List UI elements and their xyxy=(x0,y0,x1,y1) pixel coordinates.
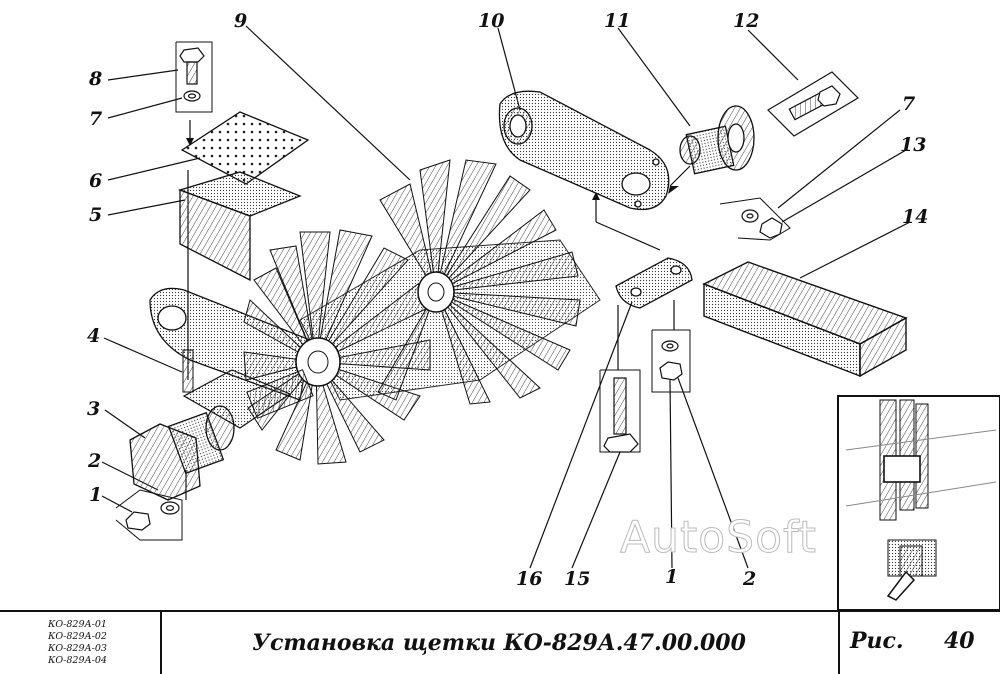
callout-9: 9 xyxy=(234,10,248,32)
right-side-frame xyxy=(498,90,670,211)
exploded-view-drawing xyxy=(101,25,1000,610)
variant-list: КО-829А-01 КО-829А-02 КО-829А-03 КО-829А… xyxy=(0,612,162,674)
callout-1-right: 1 xyxy=(665,566,679,588)
callout-13: 13 xyxy=(900,134,927,156)
callout-14: 14 xyxy=(902,206,929,228)
callout-2-right: 2 xyxy=(743,568,757,590)
callout-10: 10 xyxy=(478,10,505,32)
drawing-caption: Установка щетки КО-829А.47.00.000 xyxy=(160,612,840,674)
variant-item: КО-829А-01 xyxy=(48,619,107,630)
figure-number: 40 xyxy=(944,628,975,654)
title-block: КО-829А-01 КО-829А-02 КО-829А-03 КО-829А… xyxy=(0,610,1000,674)
callout-16: 16 xyxy=(516,568,543,590)
variant-item: КО-829А-02 xyxy=(48,631,107,642)
callout-11: 11 xyxy=(604,10,631,32)
brush-assembly xyxy=(243,159,601,465)
callout-7-left: 7 xyxy=(89,108,103,130)
variant-item: КО-829А-04 xyxy=(48,655,107,666)
leader-lines xyxy=(101,25,911,569)
callout-2-left: 2 xyxy=(88,450,102,472)
callout-6: 6 xyxy=(89,170,103,192)
rubber-block xyxy=(702,261,908,378)
callout-4: 4 xyxy=(87,325,101,347)
watermark-text: AutoSoft xyxy=(620,512,817,564)
detail-inset xyxy=(837,395,1000,610)
callout-7-right: 7 xyxy=(902,93,916,115)
callout-15: 15 xyxy=(564,568,591,590)
callout-12: 12 xyxy=(733,10,760,32)
variant-item: КО-829А-03 xyxy=(48,643,107,654)
callout-3: 3 xyxy=(87,398,101,420)
callout-1-left: 1 xyxy=(89,484,103,506)
figure-label: Рис. xyxy=(850,628,904,654)
callout-5: 5 xyxy=(89,204,103,226)
callout-8: 8 xyxy=(89,68,103,90)
